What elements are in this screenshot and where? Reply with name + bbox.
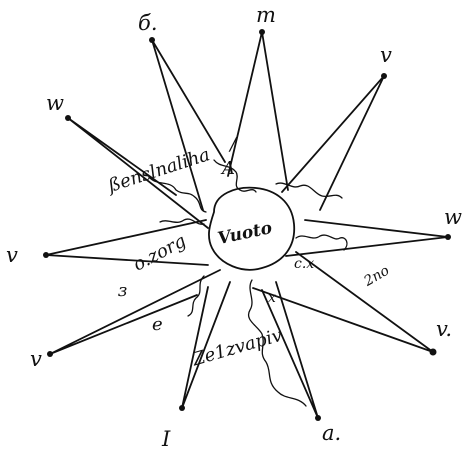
label-right: w [444,205,462,229]
label-top-right: v [380,43,392,67]
ray-top-right [282,76,384,210]
tip-dot [381,73,387,79]
scrawl-right-arc: c.x [294,256,314,272]
tip-dot [259,29,265,35]
scrawl-left-arc: o.zorg [130,230,190,275]
coast-strokes [150,160,347,406]
tip-dot [430,349,437,356]
scrawl-right-note: 2no [361,263,393,291]
tip-dot [47,351,53,357]
label-top: m [256,3,276,27]
squiggle-right [296,235,347,250]
label-left: v [6,243,18,267]
ray-lower-left [50,270,220,354]
scrawl-lower-z: x [268,290,276,306]
tip-dot [179,405,185,411]
label-upper-left: w [46,91,64,115]
center-label: Vuoto [216,218,274,249]
scrawl-left-mark: ɜ [118,280,127,301]
tip-dot [43,252,49,258]
label-lower-left: v [30,347,42,371]
scrawl-upper-a: A [220,158,235,179]
tip-dot [65,115,71,121]
tip-dot [149,37,155,43]
tip-dot [315,415,321,421]
scrawl-lower-e: e [152,314,163,335]
label-bottom-right: a. [322,421,341,445]
label-lower-right: v. [436,317,452,341]
label-top-left: б. [138,11,158,35]
ray-top-left [152,40,225,210]
tip-dot [445,234,451,240]
ray-top [228,32,288,190]
scrawl-lower-arc: Ze1zvapiv [189,325,285,371]
label-bottom-left: I [161,427,171,451]
scrawls: ßenslnaliha A / o.zorg ɜ c.x 2no Ze1zvap… [104,134,392,371]
